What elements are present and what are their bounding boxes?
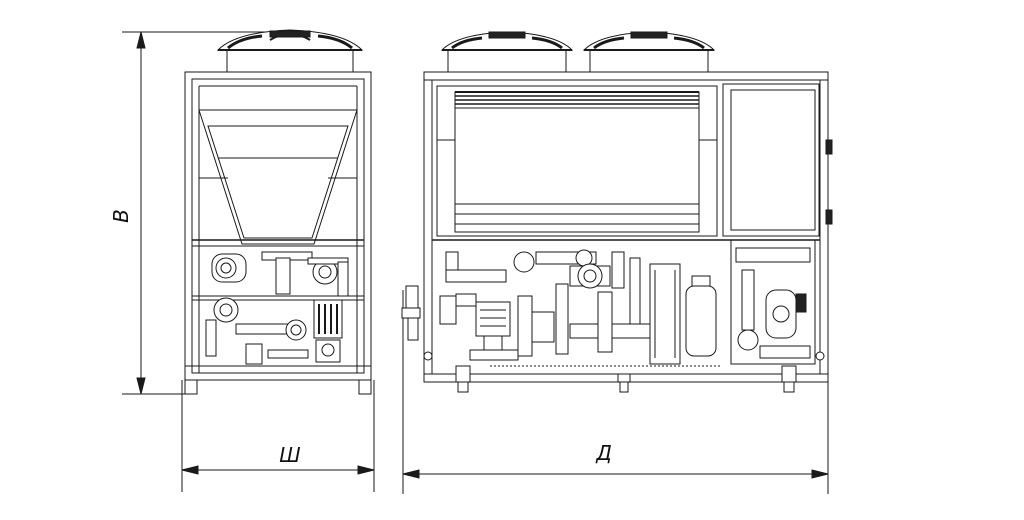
front-fan-left — [440, 31, 574, 73]
hydraulic-section — [401, 249, 720, 367]
width-dimension — [181, 380, 375, 492]
height-label: В — [109, 209, 133, 223]
width-label: Ш — [279, 443, 300, 467]
side-view — [184, 29, 372, 395]
height-dimension — [122, 31, 270, 395]
compressor-section — [730, 239, 825, 365]
length-label: Д — [595, 441, 612, 465]
length-dimension — [402, 290, 829, 494]
side-fan — [216, 29, 364, 73]
front-fan-right — [582, 31, 716, 73]
front-view — [401, 31, 833, 393]
